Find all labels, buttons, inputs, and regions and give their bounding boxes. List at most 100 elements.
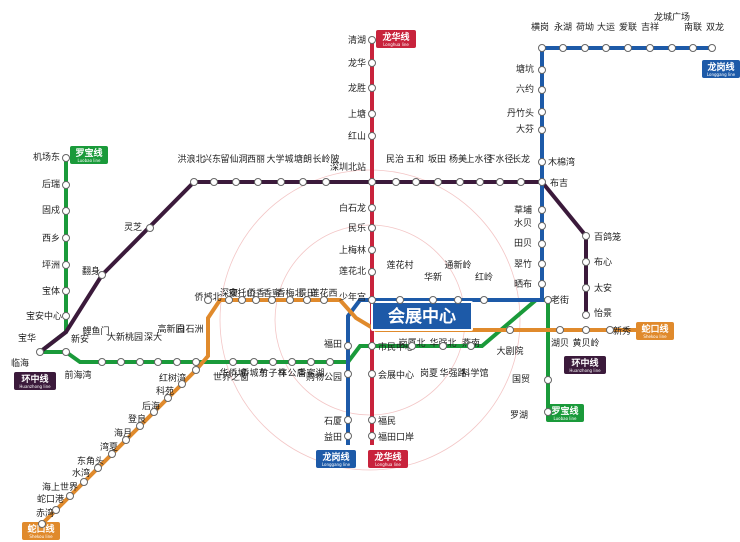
station-dot <box>538 86 546 94</box>
station-label: 香梅北 <box>276 287 303 299</box>
station-dot <box>307 358 315 366</box>
station-dot <box>368 204 376 212</box>
station-dot <box>368 110 376 118</box>
station-label: 下水径 <box>486 153 513 165</box>
station-dot <box>581 44 589 52</box>
station-label: 民治 <box>386 153 404 165</box>
station-label: 大剧院 <box>496 345 523 357</box>
station-dot <box>582 284 590 292</box>
station-label: 宝安中心 <box>26 310 62 322</box>
station-label: 六约 <box>516 83 534 95</box>
station-label: 晒布 <box>514 278 532 290</box>
station-label: 少年宫 <box>339 291 366 303</box>
station-label: 益田 <box>324 431 342 443</box>
station-dot <box>344 416 352 424</box>
station-dot <box>66 492 74 500</box>
station-label: 永湖 <box>554 21 572 33</box>
station-dot <box>396 296 404 304</box>
station-dot <box>122 436 130 444</box>
station-dot <box>154 358 162 366</box>
station-label: 高新园 <box>157 323 184 335</box>
station-dot <box>268 296 276 304</box>
station-dot <box>368 59 376 67</box>
station-dot <box>582 258 590 266</box>
center-label-text: 会展中心 <box>388 306 456 327</box>
station-label: 福民 <box>378 415 396 427</box>
station-label: 杨美 <box>449 153 467 165</box>
station-label: 登良 <box>128 413 146 425</box>
station-label: 深康 <box>220 287 238 299</box>
station-dot <box>506 326 514 334</box>
station-dot <box>517 178 525 186</box>
station-dot <box>467 342 475 350</box>
station-dot <box>392 178 400 186</box>
station-dot <box>582 326 590 334</box>
station-label: 上水径 <box>465 153 492 165</box>
station-dot <box>538 280 546 288</box>
station-dot <box>624 44 632 52</box>
station-label: 双龙 <box>706 21 724 33</box>
station-dot <box>277 178 285 186</box>
station-label: 固戍 <box>42 204 60 216</box>
svg-text:Luobao line: Luobao line <box>553 416 577 421</box>
station-dot <box>538 158 546 166</box>
station-dot <box>146 224 154 232</box>
station-label: 新安 <box>71 333 89 345</box>
station-label: 湖贝 <box>551 338 569 349</box>
station-dot <box>454 296 462 304</box>
line-label-longgang-top: 龙岗线 Longgang line <box>702 60 740 78</box>
station-dot <box>582 232 590 240</box>
station-label: 五和 <box>406 154 424 165</box>
station-dot <box>538 108 546 116</box>
station-dot <box>250 358 258 366</box>
station-label: 黄贝岭 <box>572 337 599 349</box>
station-dot <box>368 36 376 44</box>
station-label: 大芬 <box>516 123 534 135</box>
stations-longhua: 清湖 龙华 龙胜 上塘 红山 深圳北站 白石龙 民乐 上梅林 莲花北 少年宫 市… <box>330 34 414 443</box>
station-dot <box>538 44 546 52</box>
station-label: 民乐 <box>348 222 366 234</box>
station-dot <box>538 126 546 134</box>
station-dot <box>556 326 564 334</box>
station-label: 坪洲 <box>42 260 60 271</box>
station-dot <box>439 342 447 350</box>
station-label: 上梅林 <box>339 244 366 256</box>
station-label: 西乡 <box>42 233 60 244</box>
station-dot <box>98 358 106 366</box>
station-label: 水贝 <box>514 217 532 229</box>
line-label-longhua-bottom: 龙华线 Longhua line <box>368 450 408 468</box>
station-dot <box>320 296 328 304</box>
station-dot <box>538 222 546 230</box>
station-label: 蛇口港 <box>37 493 64 505</box>
station-label: 木棉湾 <box>548 156 575 168</box>
station-label: 横岗 <box>531 21 549 33</box>
station-label: 科苑 <box>156 385 174 397</box>
station-label: 会展中心 <box>378 369 414 381</box>
station-label: 华侨城 <box>219 367 246 379</box>
station-label: 购物公园 <box>306 371 342 383</box>
station-label: 湾夏 <box>100 441 118 453</box>
station-label: 香蜜湖 <box>297 367 324 379</box>
station-label: 上塘 <box>348 108 366 120</box>
station-dot <box>229 358 237 366</box>
station-dot <box>344 342 352 350</box>
station-dot <box>269 358 277 366</box>
station-label: 世界之窗 <box>213 371 249 383</box>
station-label: 老街 <box>551 294 569 306</box>
station-dot <box>117 358 125 366</box>
station-dots <box>36 36 716 528</box>
station-label: 莲花西 <box>310 287 337 299</box>
station-dot <box>62 181 70 189</box>
station-dot <box>344 432 352 440</box>
station-label: 南联 <box>684 21 702 33</box>
svg-text:Luobao line: Luobao line <box>77 158 101 163</box>
line-label-shekou-right: 蛇口线 Shekou line <box>636 322 674 340</box>
station-dot <box>178 380 186 388</box>
station-label: 龙城广场 <box>654 11 690 23</box>
svg-text:罗宝线: 罗宝线 <box>551 405 578 417</box>
station-label: 深大 <box>144 331 162 343</box>
station-label: 太安 <box>594 282 612 294</box>
svg-text:Longgang line: Longgang line <box>322 462 351 467</box>
line-label-longhua-top: 龙华线 Longhua line <box>376 30 416 48</box>
